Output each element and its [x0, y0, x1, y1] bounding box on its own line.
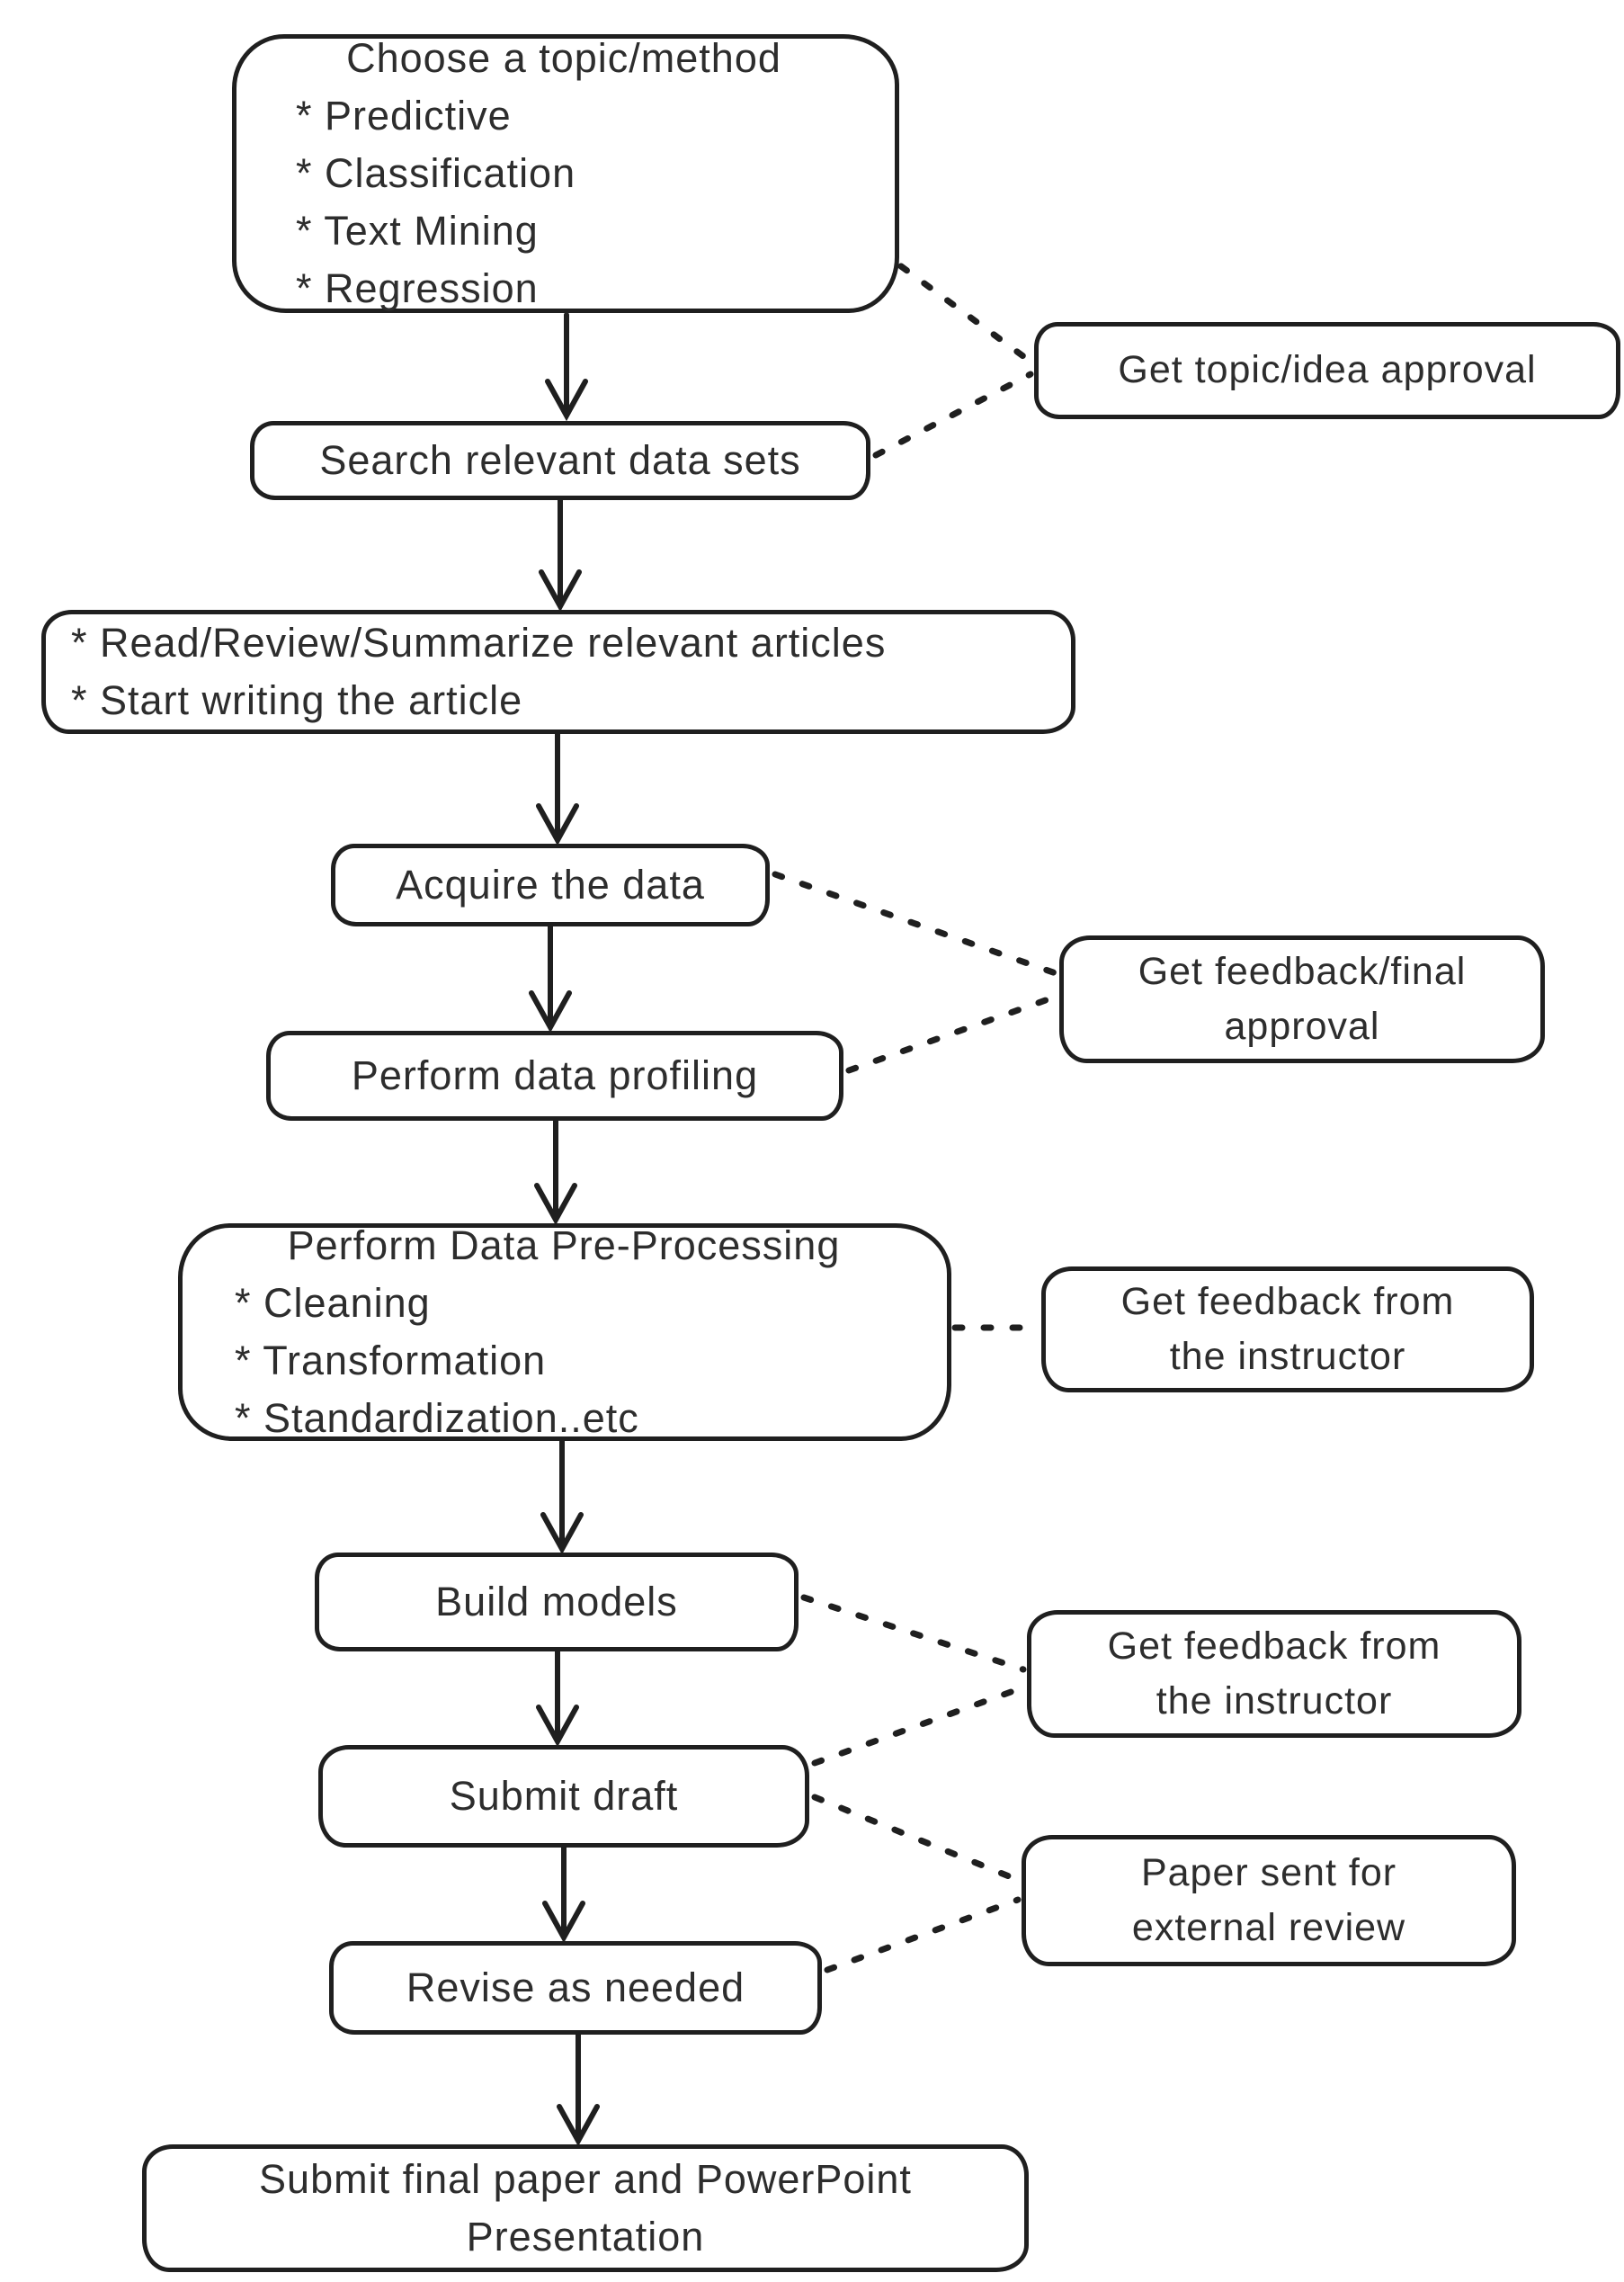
dotted-draft-to-external-review	[811, 1794, 1022, 1884]
node-feedback-final-label: Get feedback/final approval	[1138, 949, 1467, 1048]
arrow-search-to-read	[539, 497, 582, 613]
node-feedback-instructor-2-label: Get feedback from the instructor	[1107, 1624, 1441, 1723]
node-topic-approval-label: Get topic/idea approval	[1118, 348, 1537, 392]
node-preprocessing-bullet: * Standardization..etc	[235, 1394, 639, 1441]
node-choose-topic: Choose a topic/method * Predictive * Cla…	[232, 34, 899, 313]
node-data-profiling-label: Perform data profiling	[351, 1052, 759, 1099]
arrow-acquire-to-profiling	[529, 924, 572, 1034]
node-revise: Revise as needed	[329, 1941, 822, 2035]
arrow-preprocessing-to-build	[540, 1438, 584, 1555]
node-revise-label: Revise as needed	[406, 1964, 745, 2011]
arrow-revise-to-final	[557, 2032, 600, 2147]
node-build-models-label: Build models	[435, 1579, 678, 1625]
node-final-submit-label: Submit final paper and PowerPoint Presen…	[259, 2156, 912, 2260]
node-feedback-instructor-1: Get feedback from the instructor	[1041, 1266, 1534, 1392]
arrow-draft-to-revise	[542, 1845, 585, 1944]
node-choose-topic-bullet: * Predictive	[296, 93, 512, 139]
node-preprocessing-bullet: * Cleaning	[235, 1280, 431, 1327]
node-external-review-label: Paper sent for external review	[1131, 1850, 1406, 1949]
node-read-review-line: * Read/Review/Summarize relevant article…	[71, 620, 887, 667]
node-choose-topic-title: Choose a topic/method	[346, 35, 781, 82]
node-preprocessing-bullet: * Transformation	[235, 1338, 547, 1383]
dotted-search-to-approval	[872, 371, 1034, 459]
node-submit-draft: Submit draft	[318, 1745, 809, 1848]
arrow-read-to-acquire	[536, 731, 579, 846]
node-final-submit: Submit final paper and PowerPoint Presen…	[142, 2144, 1029, 2272]
arrow-build-to-draft	[536, 1649, 579, 1748]
node-build-models: Build models	[315, 1553, 799, 1651]
dotted-choose-to-approval	[897, 263, 1034, 365]
dotted-acquire-to-feedback-final	[772, 871, 1059, 977]
node-preprocessing: Perform Data Pre-Processing * Cleaning *…	[178, 1222, 951, 1441]
node-data-profiling: Perform data profiling	[266, 1031, 843, 1121]
node-choose-topic-bullet: * Text Mining	[296, 207, 539, 254]
node-choose-topic-bullet: * Classification	[296, 150, 576, 197]
arrow-profiling-to-preprocessing	[534, 1118, 577, 1226]
dotted-draft-to-instructor2	[811, 1684, 1027, 1767]
dotted-revise-to-external-review	[824, 1896, 1022, 1973]
dotted-profiling-to-feedback-final	[845, 993, 1059, 1074]
node-topic-approval: Get topic/idea approval	[1034, 322, 1620, 419]
dotted-build-to-instructor2	[800, 1594, 1027, 1673]
node-preprocessing-title: Perform Data Pre-Processing	[287, 1222, 841, 1269]
node-external-review: Paper sent for external review	[1022, 1835, 1516, 1966]
node-feedback-instructor-1-label: Get feedback from the instructor	[1120, 1279, 1455, 1378]
node-search-datasets-label: Search relevant data sets	[319, 437, 801, 484]
arrow-choose-to-search	[545, 312, 588, 422]
node-feedback-instructor-2: Get feedback from the instructor	[1027, 1610, 1521, 1738]
node-acquire-data: Acquire the data	[331, 844, 770, 926]
node-choose-topic-bullet: * Regression	[296, 264, 539, 311]
node-submit-draft-label: Submit draft	[449, 1773, 679, 1820]
node-feedback-final: Get feedback/final approval	[1059, 935, 1545, 1063]
node-acquire-data-label: Acquire the data	[396, 862, 705, 908]
node-read-review-line: * Start writing the article	[71, 677, 523, 723]
node-search-datasets: Search relevant data sets	[250, 421, 870, 500]
node-read-review: * Read/Review/Summarize relevant article…	[41, 610, 1075, 734]
